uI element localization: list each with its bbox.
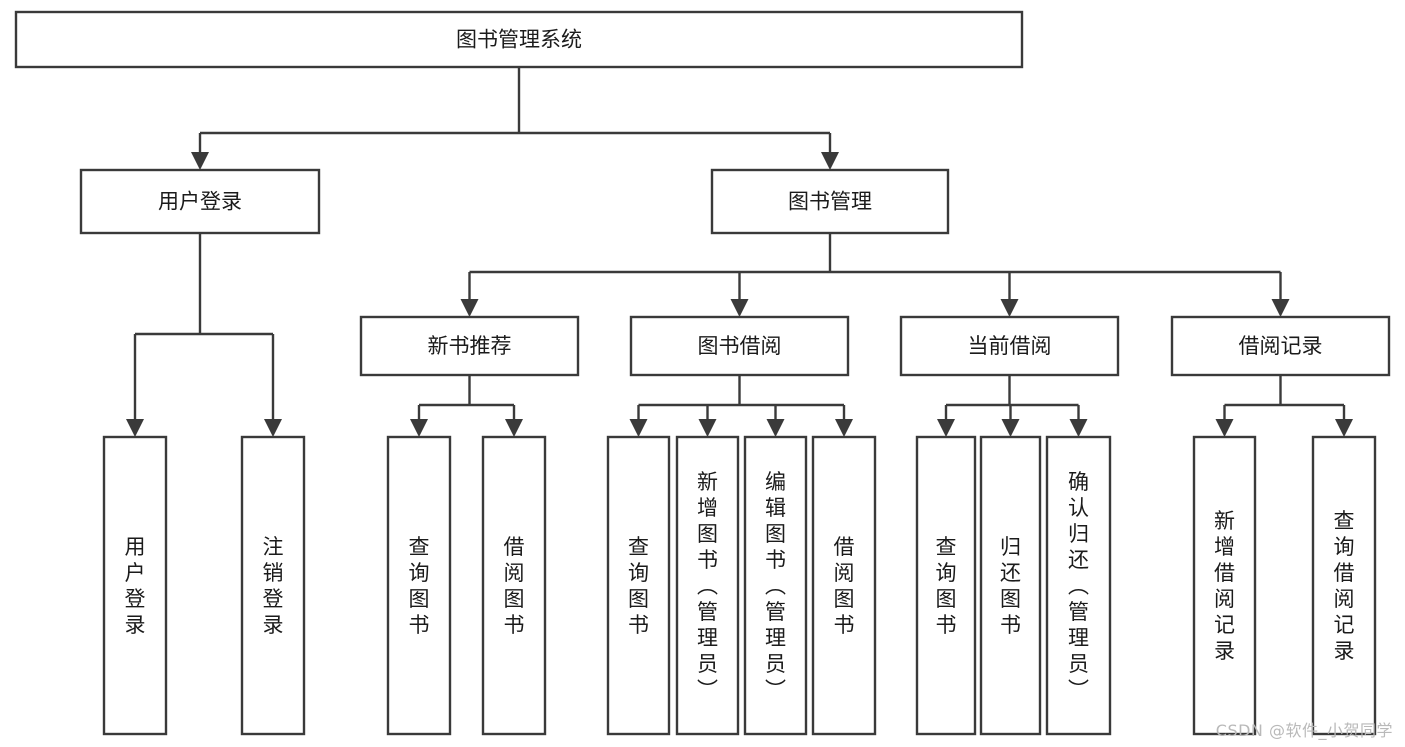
node-book-manage[interactable]: 图书管理 [710,168,950,235]
node-box-leaf-add-book [675,435,740,736]
node-box-leaf-query-book-3 [915,435,977,736]
node-box-leaf-add-record [1192,435,1257,736]
node-box-leaf-confirm-return [1045,435,1112,736]
node-leaf-query-book-1[interactable]: 查询图书 [386,435,452,736]
node-layer: 图书管理系统用户登录图书管理新书推荐图书借阅当前借阅借阅记录用户登录注销登录查询… [14,10,1391,736]
node-label-current-borrow: 当前借阅 [968,334,1052,358]
node-leaf-edit-book[interactable]: 编辑图书︵管理员︶ [743,435,808,736]
node-user-login[interactable]: 用户登录 [79,168,321,235]
node-label-borrow-record: 借阅记录 [1239,334,1323,358]
node-label-root: 图书管理系统 [456,28,582,52]
node-label-leaf-edit-book: 编辑图书︵管理员︶ [765,470,786,702]
node-label-book-manage: 图书管理 [788,190,872,214]
node-current-borrow[interactable]: 当前借阅 [899,315,1120,377]
node-book-borrow[interactable]: 图书借阅 [629,315,850,377]
node-root[interactable]: 图书管理系统 [14,10,1024,69]
node-leaf-query-record[interactable]: 查询借阅记录 [1311,435,1377,736]
node-label-new-book-recommend: 新书推荐 [428,334,512,358]
node-label-book-borrow: 图书借阅 [698,334,782,358]
node-box-leaf-borrow-book-1 [481,435,547,736]
node-box-book-borrow [629,315,850,377]
node-leaf-borrow-book-1[interactable]: 借阅图书 [481,435,547,736]
node-label-user-login: 用户登录 [158,190,242,214]
node-box-new-book-recommend [359,315,580,377]
node-box-leaf-query-record [1311,435,1377,736]
node-label-leaf-return-book: 归还图书 [1000,535,1021,637]
node-box-book-manage [710,168,950,235]
node-label-leaf-add-book: 新增图书︵管理员︶ [697,470,718,702]
node-box-leaf-query-book-1 [386,435,452,736]
node-box-leaf-user-logout [240,435,306,736]
node-label-leaf-query-record: 查询借阅记录 [1334,509,1355,663]
node-leaf-add-book[interactable]: 新增图书︵管理员︶ [675,435,740,736]
node-leaf-query-book-2[interactable]: 查询图书 [606,435,671,736]
node-label-leaf-query-book-2: 查询图书 [628,535,649,637]
node-leaf-query-book-3[interactable]: 查询图书 [915,435,977,736]
node-box-root [14,10,1024,69]
node-box-user-login [79,168,321,235]
node-box-leaf-edit-book [743,435,808,736]
node-box-leaf-query-book-2 [606,435,671,736]
node-box-leaf-return-book [979,435,1042,736]
node-box-leaf-user-login [102,435,168,736]
node-label-leaf-query-book-1: 查询图书 [409,535,430,637]
csdn-watermark: CSDN @软件_小贺同学 [1215,721,1393,740]
node-label-leaf-user-logout: 注销登录 [263,535,284,637]
node-leaf-add-record[interactable]: 新增借阅记录 [1192,435,1257,736]
node-box-leaf-borrow-book-2 [811,435,877,736]
node-box-borrow-record [1170,315,1391,377]
node-label-leaf-query-book-3: 查询图书 [936,535,957,637]
node-box-current-borrow [899,315,1120,377]
node-leaf-confirm-return[interactable]: 确认归还︵管理员︶ [1045,435,1112,736]
node-leaf-borrow-book-2[interactable]: 借阅图书 [811,435,877,736]
node-leaf-user-logout[interactable]: 注销登录 [240,435,306,736]
node-label-leaf-add-record: 新增借阅记录 [1214,509,1235,663]
node-label-leaf-user-login: 用户登录 [125,535,146,637]
node-label-leaf-confirm-return: 确认归还︵管理员︶ [1068,470,1089,702]
connector-layer [126,67,1353,437]
node-leaf-user-login[interactable]: 用户登录 [102,435,168,736]
node-label-leaf-borrow-book-2: 借阅图书 [834,535,855,637]
node-label-leaf-borrow-book-1: 借阅图书 [504,535,525,637]
node-leaf-return-book[interactable]: 归还图书 [979,435,1042,736]
node-borrow-record[interactable]: 借阅记录 [1170,315,1391,377]
node-new-book-recommend[interactable]: 新书推荐 [359,315,580,377]
